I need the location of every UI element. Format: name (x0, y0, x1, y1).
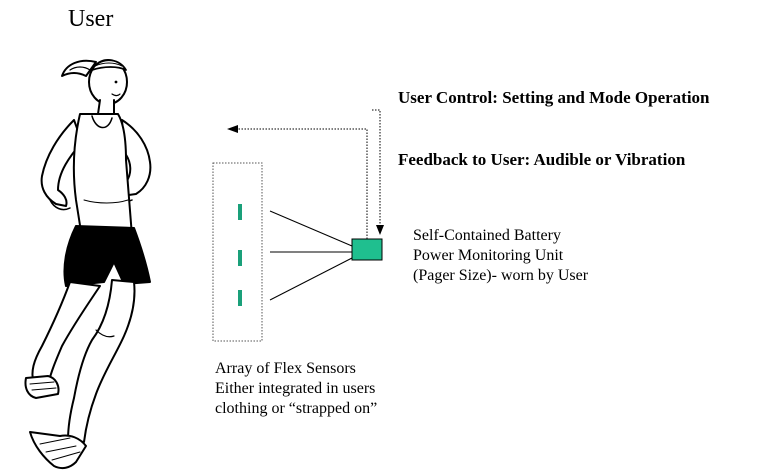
feedback-label: Feedback to User: Audible or Vibration (398, 150, 686, 169)
runner-illustration (24, 59, 152, 470)
monitoring-unit-description: Self-Contained Battery Power Monitoring … (413, 226, 588, 286)
sensor-description-line: Either integrated in users (215, 380, 376, 397)
sensor-array-description: Array of Flex Sensors Either integrated … (215, 359, 377, 419)
monitoring-unit (351, 238, 383, 261)
flex-sensor (238, 290, 242, 306)
sensor-array-box (212, 162, 263, 342)
sensor-description-line: Array of Flex Sensors (215, 360, 356, 377)
feedback-arrow-line (236, 128, 368, 239)
unit-description-line: Power Monitoring Unit (413, 247, 564, 264)
feedback-arrowhead (227, 125, 238, 133)
wire-top (269, 210, 353, 247)
control-label: User Control: Setting and Mode Operation (398, 88, 710, 107)
flex-sensor (238, 204, 242, 220)
user-label: User (68, 6, 114, 32)
sensor-description-line: clothing or “strapped on” (215, 400, 378, 417)
control-arrowhead (376, 225, 384, 235)
flex-sensor (238, 250, 242, 266)
unit-description-line: (Pager Size)- worn by User (413, 267, 589, 284)
wire-bottom (269, 257, 353, 301)
control-arrow-line (372, 109, 381, 226)
unit-description-line: Self-Contained Battery (413, 227, 561, 244)
